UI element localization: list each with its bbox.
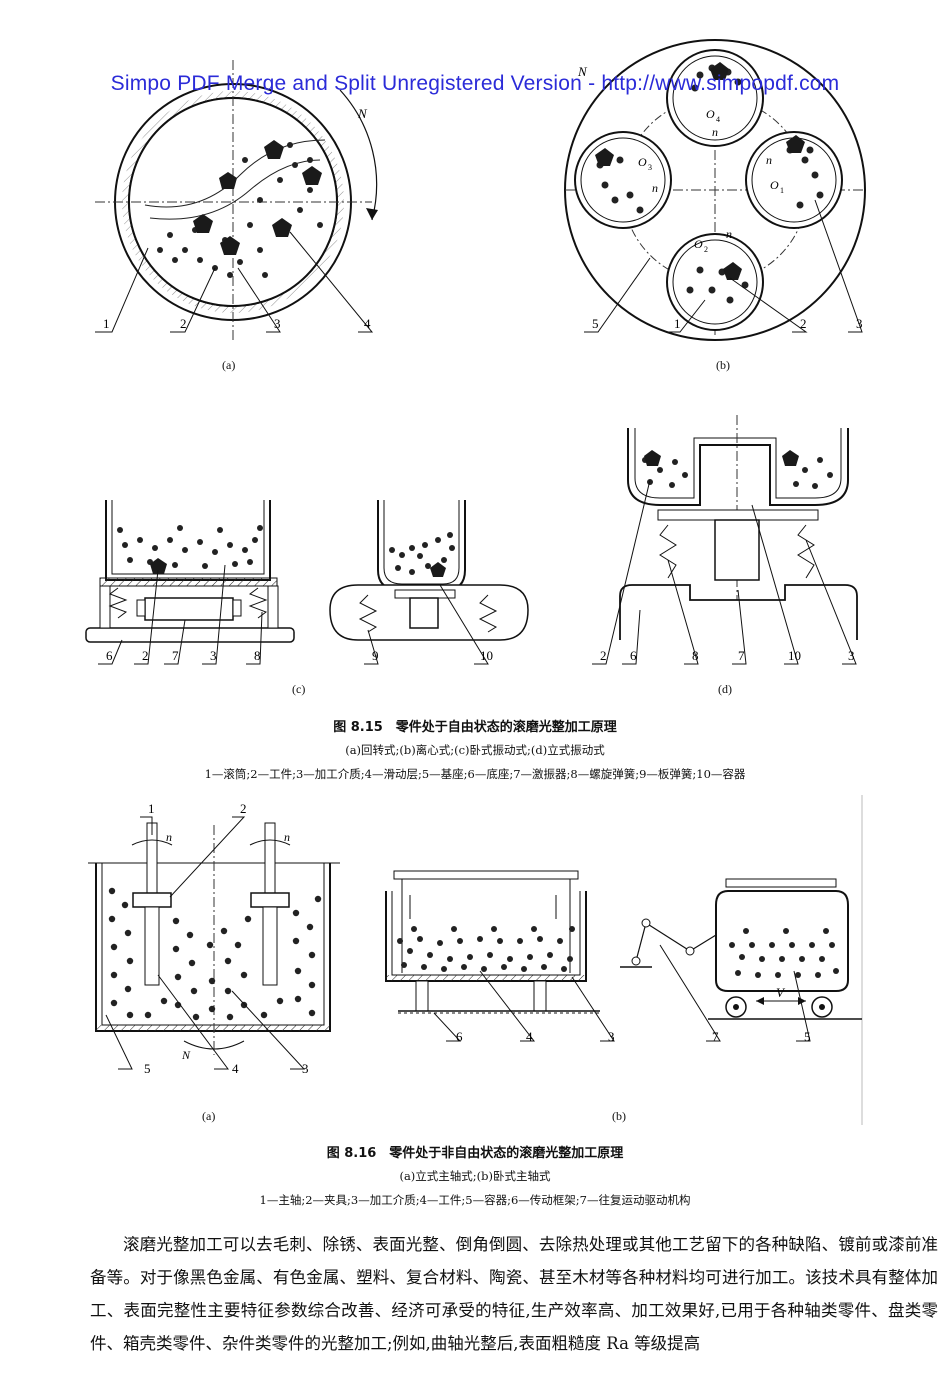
svg-text:1: 1 (780, 186, 784, 195)
callout-d-7: 7 (738, 648, 745, 663)
diagram-d-vertical-vibratory (592, 415, 858, 665)
svg-text:N: N (181, 1048, 191, 1062)
sublabel-a: (a) (222, 358, 236, 372)
svg-text:O: O (694, 237, 703, 251)
svg-text:N: N (357, 106, 368, 121)
callout-16b-5: 5 (804, 1029, 811, 1044)
svg-text:n: n (166, 830, 172, 844)
svg-text:3: 3 (648, 163, 652, 172)
callout-a-1: 1 (103, 316, 110, 331)
callout-16a-2: 2 (240, 801, 247, 816)
callout-a-4: 4 (364, 316, 371, 331)
figure-8-16-legend: 1—主轴;2—夹具;3—加工介质;4—工件;5—容器;6—传动框架;7—往复运动… (259, 1193, 691, 1207)
callout-16a-3: 3 (302, 1061, 309, 1076)
callout-c2-10: 10 (480, 648, 493, 663)
callout-labels: 1 2 3 4 5 1 2 3 6 2 7 3 8 9 10 2 6 8 7 1… (103, 316, 863, 663)
figure-8-16-drawing: n n N (88, 795, 863, 1125)
callout-16b-3: 3 (608, 1029, 615, 1044)
svg-text:N: N (577, 64, 588, 79)
callout-16a-1: 1 (148, 801, 155, 816)
callout-a-2: 2 (180, 316, 187, 331)
figure-8-15-subtitle: (a)回转式;(b)离心式;(c)卧式振动式;(d)立式振动式 (345, 743, 605, 757)
svg-text:n: n (766, 153, 772, 167)
figure-8-16-subtitle: (a)立式主轴式;(b)卧式主轴式 (399, 1169, 551, 1183)
figure-8-15: N (85, 39, 866, 696)
svg-text:2: 2 (704, 245, 708, 254)
diagram-16a-vertical-spindle: n n N (88, 816, 340, 1070)
watermark-banner: Simpo PDF Merge and Split Unregistered V… (110, 72, 840, 95)
callout-c-7: 7 (172, 648, 179, 663)
symbol-V: V (776, 985, 786, 1000)
callout-16a-5: 5 (144, 1061, 151, 1076)
svg-text:4: 4 (716, 115, 720, 124)
callout-16a-4: 4 (232, 1061, 239, 1076)
callout-d-8: 8 (692, 648, 699, 663)
diagram-16b-horizontal-spindle (385, 870, 862, 1042)
callout-c-6: 6 (106, 648, 113, 663)
figure-8-16: n n N (0, 795, 950, 1125)
figure-8-16-title: 图 8.16 零件处于非自由状态的滚磨光整加工原理 (326, 1146, 624, 1161)
sublabel-16a: (a) (202, 1109, 216, 1123)
figure-8-15-drawing: N (85, 39, 866, 665)
svg-text:n: n (652, 181, 658, 195)
body-paragraph-block: 滚磨光整加工可以去毛刺、除锈、表面光整、倒角倒圆、去除热处理或其他工艺留下的各种… (90, 1228, 938, 1360)
svg-text:O: O (770, 178, 779, 192)
callout-16b-7: 7 (712, 1029, 719, 1044)
body-paragraph: 滚磨光整加工可以去毛刺、除锈、表面光整、倒角倒圆、去除热处理或其他工艺留下的各种… (90, 1235, 938, 1353)
callout-b-1: 1 (674, 316, 681, 331)
figure-8-15-legend: 1—滚筒;2—工件;3—加工介质;4—滑动层;5—基座;6—底座;7—激振器;8… (204, 767, 746, 781)
sublabel-d: (d) (718, 682, 732, 696)
svg-text:O: O (706, 107, 715, 121)
callout-b-3: 3 (856, 316, 863, 331)
callout-d-6: 6 (630, 648, 637, 663)
svg-text:O: O (638, 155, 647, 169)
callout-c-2: 2 (142, 648, 149, 663)
sublabel-16b: (b) (612, 1109, 626, 1123)
svg-text:n: n (712, 125, 718, 139)
callout-b-2: 2 (800, 316, 807, 331)
callout-c-3: 3 (210, 648, 217, 663)
callout-a-3: 3 (274, 316, 281, 331)
svg-text:n: n (726, 227, 732, 241)
callout-d-10: 10 (788, 648, 801, 663)
callout-d-2: 2 (600, 648, 607, 663)
callout-b-5: 5 (592, 316, 599, 331)
callout-16b-4: 4 (526, 1029, 533, 1044)
callout-d-3: 3 (848, 648, 855, 663)
figure-8-15-title: 图 8.15 零件处于自由状态的滚磨光整加工原理 (333, 720, 617, 735)
diagram-c-variant (329, 500, 529, 665)
callout-labels-16: 1 2 5 4 3 6 4 3 7 5 V (144, 801, 811, 1076)
svg-text:n: n (284, 830, 290, 844)
callout-16b-6: 6 (456, 1029, 463, 1044)
callout-c2-9: 9 (372, 648, 379, 663)
diagram-c-horizontal-vibratory (85, 500, 295, 665)
sublabel-c: (c) (292, 682, 306, 696)
diagram-a-rotary-drum: N (95, 60, 378, 340)
callout-c-8: 8 (254, 648, 261, 663)
sublabel-b: (b) (716, 358, 730, 372)
